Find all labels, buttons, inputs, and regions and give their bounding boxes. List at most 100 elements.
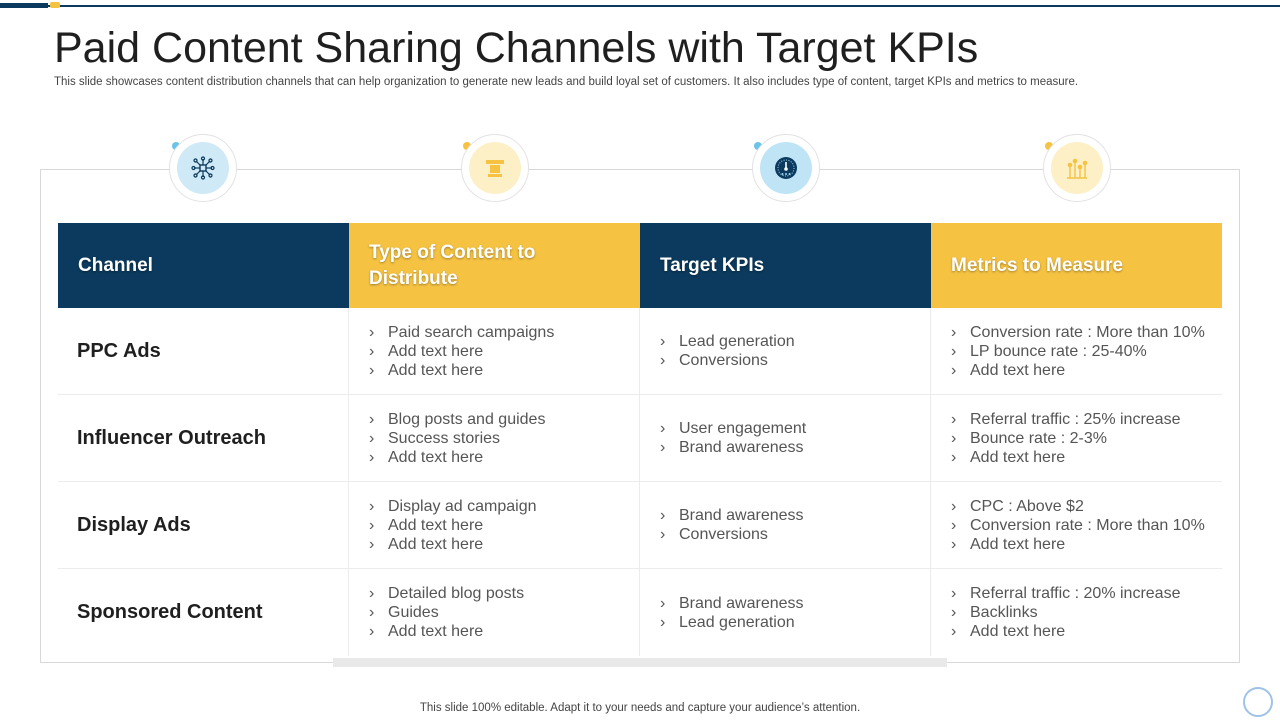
kpis-cell: ›Lead generation›Conversions [640, 308, 931, 394]
list-item: › Guides [369, 603, 524, 622]
list-item: ›Brand awareness [660, 506, 804, 525]
list-item: › Paid search campaigns [369, 323, 554, 342]
list-item: ›Conversions [660, 525, 804, 544]
chevron-right-icon: › [951, 342, 957, 360]
channel-name: Display Ads [58, 482, 349, 568]
list-item-text: Display ad campaign [388, 497, 537, 515]
list-item-text: Conversion rate : More than 10% [970, 516, 1205, 534]
list-item: ›Add text here [951, 535, 1205, 554]
list-item-text: Paid search campaigns [388, 323, 555, 341]
chevron-right-icon: › [660, 613, 666, 631]
list-item-text: Referral traffic : 20% increase [970, 585, 1181, 602]
chevron-right-icon: › [369, 361, 375, 379]
list-item-text: CPC : Above $2 [970, 497, 1084, 515]
icon-ring-1 [169, 134, 237, 202]
list-item: › Brand awareness [660, 594, 804, 613]
list-item: ›Add text here [369, 535, 537, 554]
channel-name: Sponsored Content [58, 569, 349, 656]
list-item: ›Add text here [369, 622, 524, 641]
list-item-text: Conversions [679, 526, 768, 543]
header-content-type: Type of Content to Distribute [349, 223, 640, 308]
kpis-list: ›User engagement› Brand awareness [660, 419, 806, 457]
chevron-right-icon: › [951, 623, 957, 640]
channels-table: Channel Type of Content to Distribute Ta… [58, 223, 1222, 656]
chevron-right-icon: › [369, 623, 375, 640]
icon-ring-3 [752, 134, 820, 202]
table-row: Sponsored Content›Detailed blog posts›Gu… [58, 569, 1222, 656]
icon-dot [754, 142, 762, 150]
header-metrics: Metrics to Measure [931, 223, 1222, 308]
table-body: PPC Ads›Paid search campaigns›Add text h… [58, 308, 1222, 656]
list-item-text: Success stories [388, 429, 501, 447]
chevron-right-icon: › [951, 361, 957, 379]
chevron-right-icon: › [369, 448, 375, 466]
list-item-text: Backlinks [970, 604, 1038, 621]
icon-ring-inner [469, 142, 521, 194]
list-item-text: Brand awareness [679, 594, 804, 612]
icon-ring-inner [1051, 142, 1103, 194]
header-channel: Channel [58, 223, 349, 308]
metrics-cell: › CPC : Above $2 › Conversion rate : More t… [931, 482, 1222, 568]
corner-circle-icon [1243, 687, 1273, 717]
chevron-right-icon: › [660, 352, 666, 369]
list-item-text: LP bounce rate : 25-40% [970, 342, 1147, 360]
list-item-text: Referral traffic : 25% increase [970, 410, 1181, 428]
list-item: ›Add text here [369, 516, 537, 535]
icon-dot [463, 142, 471, 150]
list-item-text: Lead generation [679, 333, 795, 350]
kpis-list: › Brand awareness › Lead generation [660, 594, 804, 632]
chevron-right-icon: › [951, 497, 957, 515]
list-item: ›Add text here [951, 448, 1180, 467]
list-item-text: Add text here [970, 623, 1066, 640]
icon-ring-4 [1043, 134, 1111, 202]
chevron-right-icon: › [660, 594, 666, 612]
icon-ring-inner [177, 142, 229, 194]
icon-ring-inner [760, 142, 812, 194]
slide-subtitle: This slide showcases content distributio… [54, 76, 1079, 88]
table-row: Display Ads›Display ad campaign›Add text… [58, 482, 1222, 569]
slide-footer: This slide 100% editable. Adapt it to yo… [419, 702, 861, 714]
list-item-text: Brand awareness [679, 439, 804, 456]
metrics-list: ›Conversion rate : More than 10%›LP boun… [951, 323, 1205, 380]
channel-name: Influencer Outreach [58, 395, 349, 481]
list-item-text: Guides [388, 604, 439, 621]
list-item-text: Bounce rate : 2-3% [970, 429, 1107, 447]
chevron-right-icon: › [660, 420, 666, 437]
kpis-list: ›Brand awareness›Conversions [660, 506, 804, 544]
chevron-right-icon: › [951, 516, 957, 534]
list-item-text: Blog posts and guides [388, 410, 546, 428]
list-item-text: Conversions [679, 352, 768, 369]
chevron-right-icon: › [369, 323, 375, 341]
list-item-text: Lead generation [679, 613, 795, 631]
list-item: ›User engagement [660, 419, 806, 438]
list-item: ›Success stories [369, 429, 545, 448]
box-stand-icon [486, 160, 504, 177]
list-item: ›Referral traffic : 20% increase [951, 584, 1180, 603]
list-item: ›Backlinks [951, 603, 1180, 622]
chevron-right-icon: › [369, 604, 375, 621]
kpis-cell: ›User engagement› Brand awareness [640, 395, 931, 481]
list-item: › Add text here [951, 361, 1205, 380]
chevron-right-icon: › [951, 410, 957, 428]
bar-chart-icon [1067, 158, 1088, 179]
list-item: › Add text here [369, 448, 545, 467]
metrics-cell: › Referral traffic : 25% increase › Bounce … [931, 395, 1222, 481]
content-cell: ›Display ad campaign›Add text here›Add t… [349, 482, 640, 568]
icon-dot [1045, 142, 1053, 150]
metrics-list: › CPC : Above $2 › Conversion rate : More t… [951, 497, 1205, 554]
kpis-list: ›Lead generation›Conversions [660, 332, 795, 370]
list-item: ›Display ad campaign [369, 497, 537, 516]
content-list: ›Blog posts and guides›Success stories› A… [369, 410, 545, 467]
list-item: › Lead generation [660, 613, 804, 632]
metrics-cell: ›Referral traffic : 20% increase›Backlin… [931, 569, 1222, 656]
list-item-text: Add text here [388, 361, 484, 379]
list-item-text: Add text here [970, 361, 1066, 379]
content-list: ›Paid search campaigns›Add text here›Add… [369, 323, 554, 380]
list-item: › Add text here [951, 622, 1180, 641]
list-item: ›Blog posts and guides [369, 410, 545, 429]
table-header-row: Channel Type of Content to Distribute Ta… [58, 223, 1222, 308]
list-item-text: Brand awareness [679, 507, 804, 524]
list-item-text: Add text here [388, 448, 484, 466]
list-item: ›Conversion rate : More than 10% [951, 323, 1205, 342]
chevron-right-icon: › [951, 429, 957, 447]
